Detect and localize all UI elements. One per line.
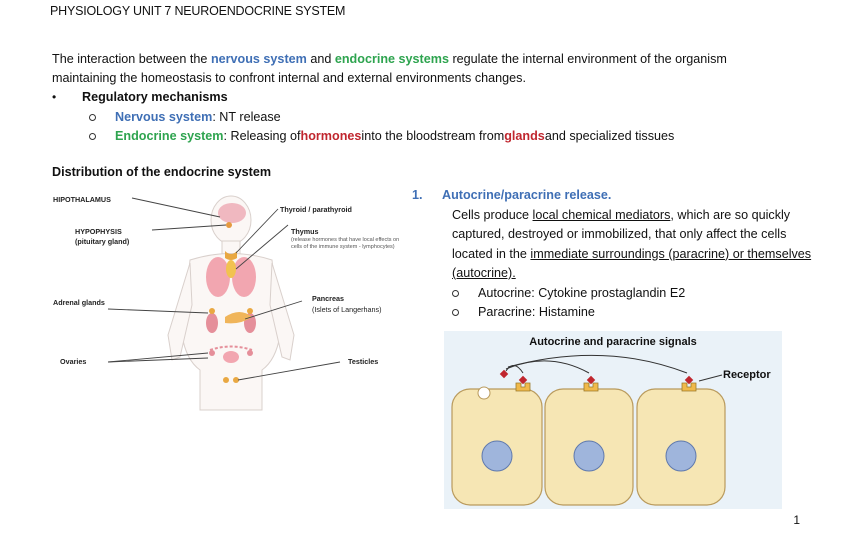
hypophysis-label: HYPOPHYSIS	[75, 227, 122, 236]
autocrine-section: 1. Autocrine/paracrine release. Cells pr…	[412, 186, 812, 323]
body-illustration	[107, 195, 341, 411]
pancreas-label: Pancreas	[312, 294, 344, 303]
signal-figure: Autocrine and paracrine signals	[444, 331, 782, 509]
endocrine-item-rest2: into the bloodstream from	[361, 129, 505, 143]
heading-number: 1.	[412, 188, 423, 202]
hypothalamus-label: HIPOTHALAMUS	[53, 195, 111, 204]
endocrine-system-term: endocrine systems	[334, 52, 449, 66]
regulatory-heading-row: • Regulatory mechanisms	[52, 88, 674, 108]
intro-text-2: regulate the internal environment of the…	[52, 52, 727, 85]
thyroid-label: Thyroid / parathyroid	[280, 205, 352, 214]
circle-bullet-icon	[89, 110, 103, 124]
mediators-term: local chemical mediators	[532, 207, 671, 222]
autocrine-text-a: Cells produce	[452, 207, 533, 222]
autocrine-paragraph: Cells produce local chemical mediators, …	[452, 206, 812, 284]
hormones-term: hormones	[300, 129, 362, 143]
circle-bullet-icon	[452, 286, 466, 300]
endocrine-item-rest1: : Releasing of	[223, 129, 301, 143]
list-item: Paracrine: Histamine	[452, 303, 812, 323]
autocrine-heading: Autocrine/paracrine release.	[442, 188, 612, 202]
thymus-label: Thymus	[291, 227, 319, 236]
testicles-label: Testicles	[348, 357, 379, 366]
intro-text-1: The interaction between the	[52, 52, 211, 66]
pancreas-note: (Islets of Langerhans)	[312, 305, 382, 314]
adrenal-label: Adrenal glands	[53, 298, 105, 307]
nervous-system-term: nervous system	[210, 52, 307, 66]
brain-icon	[218, 203, 246, 223]
bullet-icon: •	[52, 90, 57, 104]
endocrine-item-term: Endocrine system	[115, 129, 224, 143]
circle-bullet-icon	[452, 306, 466, 320]
paracrine-example: Paracrine: Histamine	[478, 305, 595, 319]
endocrine-item-rest3: and specialized tissues	[544, 129, 675, 143]
nervous-item-rest: : NT release	[212, 109, 281, 124]
intro-paragraph: The interaction between the nervous syst…	[52, 50, 792, 88]
signal-figure-title: Autocrine and paracrine signals	[529, 336, 697, 348]
receptor-label: Receptor	[723, 369, 771, 381]
glands-term: glands	[504, 129, 545, 143]
list-item: Autocrine: Cytokine prostaglandin E2	[452, 284, 812, 304]
autocrine-example: Autocrine: Cytokine prostaglandin E2	[478, 285, 686, 300]
page-number: 1	[793, 513, 800, 527]
circle-bullet-icon	[89, 130, 103, 144]
regulatory-list: • Regulatory mechanisms Nervous system: …	[52, 88, 674, 147]
regulatory-title: Regulatory mechanisms	[82, 90, 228, 104]
nervous-item-term: Nervous system	[115, 109, 213, 124]
cells-illustration: Receptor	[451, 354, 771, 506]
autocrine-heading-row: 1. Autocrine/paracrine release.	[412, 186, 812, 206]
page-header: PHYSIOLOGY UNIT 7 NEUROENDOCRINE SYSTEM	[50, 4, 346, 18]
list-item: Nervous system: NT release	[89, 108, 674, 128]
list-item: Endocrine system: Releasing of hormones …	[89, 127, 674, 147]
pituitary-label: (pituitary gland)	[75, 237, 130, 246]
endocrine-body-diagram: HIPOTHALAMUS HYPOPHYSIS (pituitary gland…	[40, 185, 410, 415]
surroundings-term: immediate surroundings (paracrine) or th…	[452, 246, 812, 281]
ovaries-label: Ovaries	[60, 357, 87, 366]
distribution-title: Distribution of the endocrine system	[52, 165, 272, 179]
autocrine-text-b: , which are so quickly captured, destroy…	[452, 207, 791, 261]
intro-and: and	[306, 52, 335, 66]
thymus-note: (release hormones that have local effect…	[291, 237, 400, 250]
